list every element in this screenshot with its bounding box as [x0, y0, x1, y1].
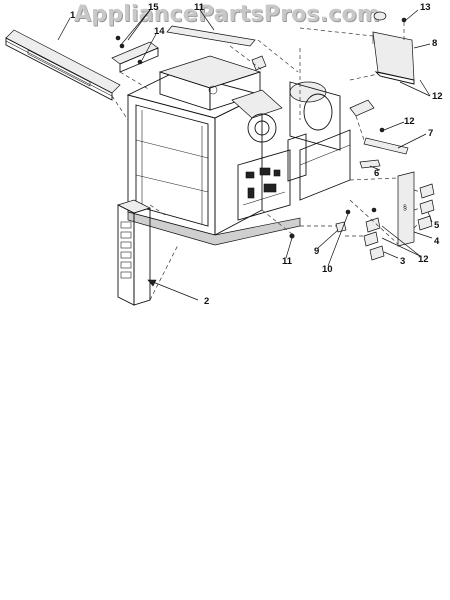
top-cover-assembly: [158, 55, 283, 143]
part-1-control-trim: [5, 29, 121, 101]
control-board: [237, 133, 307, 221]
callout-leader-lines: [57, 9, 433, 267]
part-2-control-panel: [117, 199, 151, 306]
callout-13: 13: [420, 2, 431, 13]
oven-cavity-body: [126, 71, 301, 246]
assembly-guide-lines: [111, 22, 421, 301]
callout-3: 3: [400, 256, 405, 267]
part-5-door-switches: [417, 183, 435, 231]
part-10-screw: [345, 209, 351, 215]
callout-10: 10: [322, 264, 333, 275]
callout-9: 9: [314, 246, 319, 257]
callout-12-upper: 12: [432, 91, 443, 102]
callout-14: 14: [154, 26, 165, 37]
callout-11-top: 11: [194, 2, 205, 13]
part-8-rear-bracket: [372, 11, 415, 85]
callout-1: 1: [70, 10, 76, 21]
callout-4: 4: [434, 236, 440, 247]
callout-8: 8: [432, 38, 437, 49]
callout-12-middle: 12: [404, 116, 415, 127]
callout-5: 5: [434, 220, 440, 231]
callout-2: 2: [204, 296, 209, 307]
part-11-screw: [289, 233, 295, 239]
callout-11-bottom: 11: [282, 256, 293, 267]
fan-motor-assembly: [289, 81, 351, 201]
part-15-bracket: [111, 35, 159, 73]
callout-15: 15: [148, 2, 159, 13]
part-7-hinge: [349, 99, 409, 169]
callout-labels: 1 15 14 11 13 8 12 12 7 6 5 4 12 3 9 10 …: [70, 2, 443, 307]
part-11-top-rail: [166, 25, 256, 47]
part-2-arrow: [147, 279, 199, 301]
callout-6: 6: [374, 168, 379, 179]
part-3-interlock-switches: [363, 207, 385, 261]
svg-text:§: §: [403, 205, 407, 212]
callout-7: 7: [428, 128, 433, 139]
part-9-fastener: [335, 221, 347, 233]
callout-12-lower: 12: [418, 254, 429, 265]
watermark-logo: AppliancePartsPros.com: [74, 2, 380, 27]
part-4-switch-bracket: §: [397, 171, 415, 247]
